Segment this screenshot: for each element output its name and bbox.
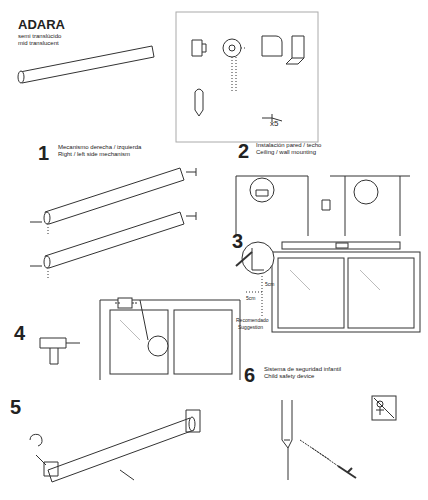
step5-tube	[30, 410, 200, 482]
step-caption: Child safety device	[264, 373, 314, 380]
roller-tube	[20, 46, 154, 83]
step4-drill	[40, 298, 240, 380]
subtitle: mid translucent	[18, 40, 59, 47]
dimension: 5cm	[246, 296, 255, 302]
step6-safety	[282, 396, 396, 480]
tube-end	[18, 71, 24, 83]
step2-mounting	[236, 176, 410, 236]
step-caption: Mecanismo derecha / izquierda	[58, 144, 141, 151]
step-caption: Sistema de seguridad infantil	[264, 366, 341, 373]
parts-box	[176, 12, 318, 142]
product-title: ADARA	[18, 18, 65, 32]
step-caption: Instalación pared / techo	[256, 142, 321, 149]
parts	[192, 36, 304, 122]
step-number: 4	[14, 322, 25, 344]
note: Recomendado	[236, 318, 269, 324]
step-number: 5	[10, 396, 21, 418]
step-number: 3	[232, 230, 243, 252]
step-caption: Right / left side mechanism	[58, 151, 130, 158]
quantity-label: x5	[270, 120, 278, 129]
step-number: 1	[38, 142, 49, 164]
step-number: 2	[238, 140, 249, 162]
step3-window	[236, 242, 420, 332]
subtitle: semi translúcido	[18, 33, 61, 40]
step1-tubes	[30, 168, 196, 280]
step-number: 6	[244, 364, 255, 386]
dimension: 5cm	[265, 282, 274, 288]
step-caption: Ceiling / wall mounting	[256, 149, 316, 156]
note: Suggestion	[238, 325, 263, 331]
